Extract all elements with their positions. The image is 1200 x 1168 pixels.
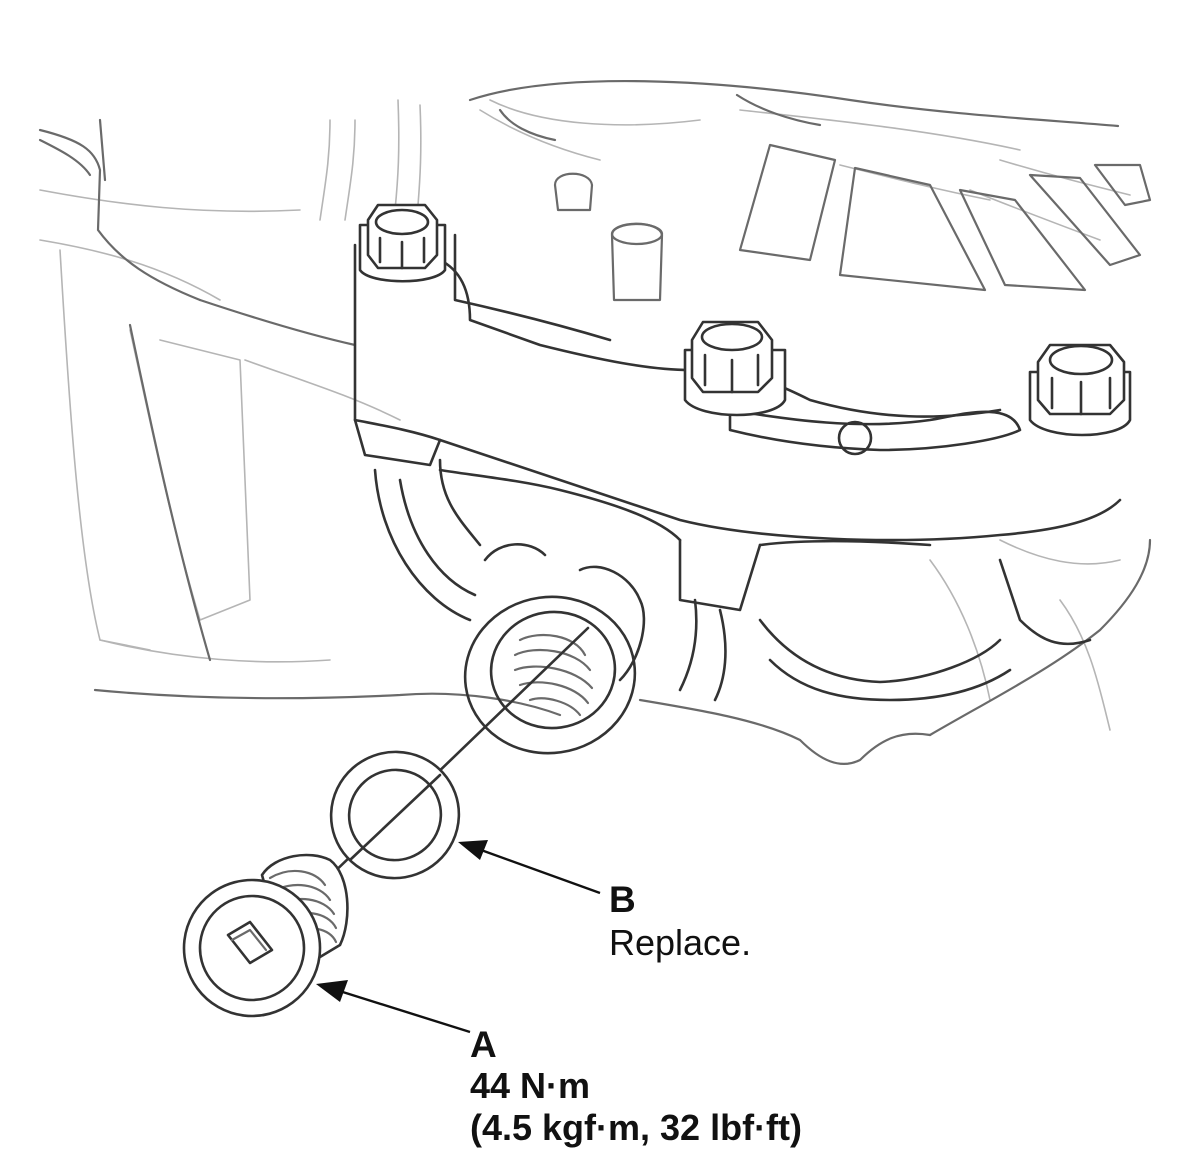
- leader-a: [316, 980, 471, 1034]
- callout-a-torque-metric: 44 N·m: [470, 1065, 590, 1106]
- callout-a-letter: A: [470, 1024, 497, 1065]
- callout-b-letter: B: [609, 879, 636, 920]
- bracket-bolt-1: [358, 203, 447, 283]
- installation-axis: [298, 626, 590, 907]
- leader-b: [458, 840, 601, 895]
- drain-plug: [182, 853, 349, 1018]
- bracket-bolt-2: [683, 320, 787, 417]
- sealing-washer: [329, 750, 461, 880]
- callout-b-note: Replace.: [609, 922, 751, 963]
- bracket-assembly: [353, 233, 1122, 702]
- callout-a-torque-imperial: (4.5 kgf·m, 32 lbf·ft): [470, 1107, 802, 1148]
- drain-boss: [373, 458, 646, 755]
- transmission-housing: [38, 79, 1152, 765]
- bracket-bolt-3: [1028, 343, 1132, 437]
